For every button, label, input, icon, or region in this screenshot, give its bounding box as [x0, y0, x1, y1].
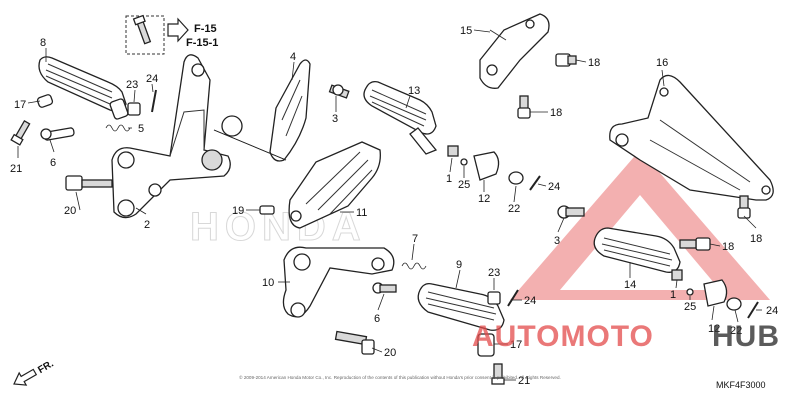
- callout-23: 23: [126, 79, 138, 91]
- watermark-red: AUTOMOTO: [472, 320, 654, 353]
- pin-1-right: [671, 269, 683, 281]
- callout-5: 5: [138, 123, 144, 135]
- heel-guard-4: [269, 59, 311, 162]
- arrow-icon: [13, 368, 38, 386]
- callout-21b: 21: [518, 375, 530, 387]
- cotter-pin-24: [529, 175, 541, 191]
- watermark-dark: HUB: [712, 320, 780, 353]
- callout-24: 24: [146, 73, 158, 85]
- bracket-2: [111, 54, 231, 219]
- footpeg-8: [38, 56, 129, 120]
- callout-17: 17: [14, 99, 26, 111]
- callout-2: 2: [144, 219, 150, 231]
- callout-6b: 6: [374, 313, 380, 325]
- callout-10: 10: [262, 277, 274, 289]
- callout-6: 6: [50, 157, 56, 169]
- callout-15: 15: [460, 25, 472, 37]
- callout-19: 19: [232, 205, 244, 217]
- callout-12: 12: [478, 193, 490, 205]
- bolt-21-lower: [491, 363, 505, 385]
- callout-24d: 24: [766, 305, 778, 317]
- footpeg-13: [363, 80, 438, 155]
- callout-24c: 24: [524, 295, 536, 307]
- clip-25: [460, 158, 468, 166]
- bolt-6: [372, 282, 397, 294]
- cotter-pin-24-right: [747, 301, 759, 319]
- callout-22: 22: [508, 203, 520, 215]
- diagram-code: MKF4F3000: [716, 380, 766, 390]
- callout-8: 8: [40, 37, 46, 49]
- bolt-18-d: [737, 195, 751, 219]
- bolt-21: [10, 120, 31, 146]
- pin-24: [151, 89, 157, 113]
- washer-22: [508, 171, 524, 185]
- copyright-note: © 2009-2014 American Honda Motor Co., In…: [239, 374, 561, 380]
- nut-23-lower: [487, 291, 501, 305]
- callout-17b: 17: [510, 339, 522, 351]
- watermark-text: AUTOMOTO HUB: [472, 320, 780, 353]
- watermark-logo: [510, 150, 770, 300]
- collar-17: [36, 94, 54, 108]
- callout-1b: 1: [670, 289, 676, 301]
- callout-3: 3: [332, 113, 338, 125]
- spring-7: [401, 262, 427, 270]
- callout-11: 11: [356, 207, 367, 219]
- callout-18b: 18: [550, 107, 562, 119]
- callout-18d: 18: [750, 233, 762, 245]
- collar-17-lower: [477, 333, 495, 357]
- callout-7: 7: [412, 233, 418, 245]
- direction-label: FR.: [36, 358, 56, 376]
- callout-1: 1: [446, 173, 452, 185]
- callout-22b: 22: [730, 325, 742, 337]
- bolt-3-right: [557, 205, 585, 219]
- callout-25: 25: [458, 179, 470, 191]
- callout-4: 4: [290, 51, 296, 63]
- callout-18a: 18: [588, 57, 600, 69]
- arrow-icon: [167, 17, 189, 43]
- plate-12-right: [703, 279, 728, 307]
- spring-5: [105, 124, 131, 132]
- callout-18c: 18: [722, 241, 734, 253]
- callout-14: 14: [624, 279, 636, 291]
- bracket-10: [282, 246, 395, 318]
- callout-24b: 24: [548, 181, 560, 193]
- callout-12b: 12: [708, 323, 720, 335]
- footpeg-14: [593, 227, 681, 273]
- bolt-20: [65, 175, 113, 191]
- reference-line-1: F-15: [194, 23, 217, 35]
- callout-20: 20: [64, 205, 76, 217]
- callout-23b: 23: [488, 267, 500, 279]
- callout-21: 21: [10, 163, 22, 175]
- bolt-18-c: [679, 237, 711, 251]
- bolt-18-b: [517, 95, 531, 119]
- callout-20b: 20: [384, 347, 396, 359]
- clip-25-right: [686, 288, 694, 296]
- guard-plate-11: [288, 141, 381, 229]
- callout-3b: 3: [554, 235, 560, 247]
- washer-22-right: [726, 297, 742, 311]
- bolt-3: [328, 84, 350, 99]
- nut-23: [127, 102, 141, 116]
- footpeg-9: [417, 282, 505, 331]
- reference-line-2: F-15-1: [186, 37, 218, 49]
- bolt-19: [259, 205, 275, 215]
- callout-25b: 25: [684, 301, 696, 313]
- pin-24-lower: [507, 289, 519, 307]
- bolt-18-a: [555, 53, 577, 67]
- front-direction-arrow: FR.: [13, 358, 56, 386]
- bracket-16: [609, 74, 774, 201]
- callout-labels: 8 17 21 6 23 24 5 2 20 4 3 19 11 13 1 25…: [10, 25, 778, 387]
- plate-12: [473, 151, 500, 181]
- pin-1: [447, 145, 459, 157]
- bracket-15: [479, 13, 550, 89]
- callout-9: 9: [456, 259, 462, 271]
- reference-box: F-15 F-15-1: [125, 14, 218, 55]
- callout-13: 13: [408, 85, 420, 97]
- leader-lines: [17, 29, 762, 381]
- callout-16: 16: [656, 57, 668, 69]
- bolt-20-lower: [334, 330, 375, 355]
- pin-6: [40, 127, 75, 141]
